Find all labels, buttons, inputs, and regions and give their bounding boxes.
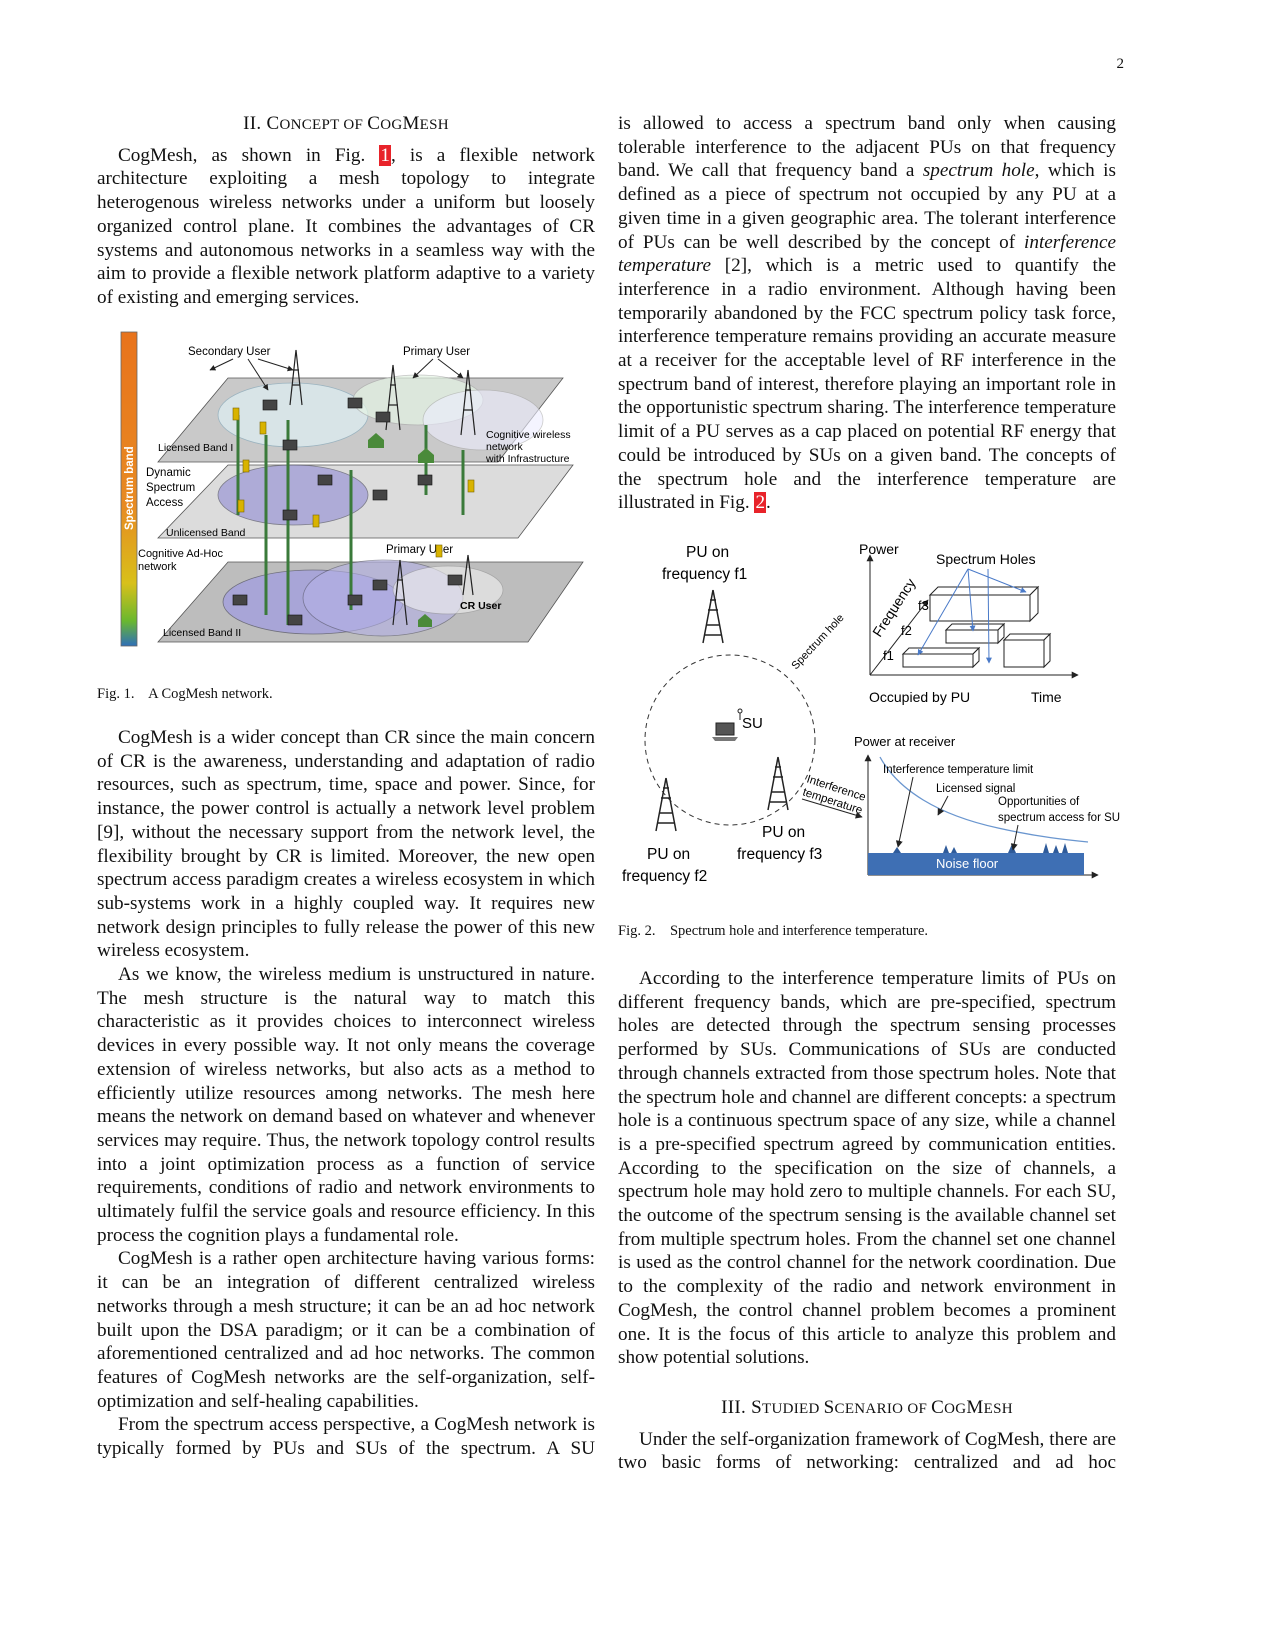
svg-text:frequency f3: frequency f3 — [737, 846, 822, 863]
svg-text:Secondary User: Secondary User — [188, 346, 271, 358]
svg-text:Spectrum: Spectrum — [146, 482, 195, 494]
svg-text:PU on: PU on — [762, 824, 805, 841]
section-2-heading: II. CONCEPT OF COGMESH — [243, 113, 449, 134]
paragraph: According to the interference temperatur… — [618, 968, 1116, 1369]
laptop-icon — [232, 397, 463, 626]
svg-text:Occupied by PU: Occupied by PU — [869, 689, 970, 705]
svg-text:PU on: PU on — [647, 846, 690, 863]
svg-text:f3: f3 — [918, 598, 929, 613]
svg-text:Spectrum hole: Spectrum hole — [789, 612, 846, 672]
svg-text:Opportunities of: Opportunities of — [998, 796, 1080, 808]
left-column-bottom: CogMesh is a wider concept than CR since… — [97, 726, 595, 1461]
svg-text:SU: SU — [742, 715, 763, 732]
page-number: 2 — [1116, 56, 1125, 72]
tower-icon — [655, 589, 789, 832]
paragraph-spectrum-hole: is allowed to access a spectrum band onl… — [618, 113, 1116, 514]
svg-text:with Infrastructure: with Infrastructure — [485, 453, 570, 465]
figure-2-spectrum-hole: PU on frequency f1 Spectrum hole SU Inte… — [622, 541, 1120, 885]
svg-text:Cognitive wireless: Cognitive wireless — [486, 429, 571, 441]
paragraph: As we know, the wireless medium is unstr… — [97, 964, 595, 1246]
svg-text:CR User: CR User — [460, 600, 501, 612]
su-coverage-circle — [644, 654, 816, 826]
svg-text:network: network — [486, 441, 524, 453]
svg-text:frequency f2: frequency f2 — [622, 868, 707, 885]
left-column-top: II. CONCEPT OF COGMESH CogMesh, as shown… — [97, 112, 595, 310]
svg-text:PU on: PU on — [686, 544, 729, 561]
right-column-bottom: According to the interference temperatur… — [618, 967, 1116, 1475]
coverage-area — [217, 382, 369, 448]
coverage-area — [392, 565, 504, 615]
paragraph-cogmesh-intro: CogMesh, as shown in Fig. 1, is a flexib… — [97, 144, 595, 308]
figure-1-cogmesh-network: Spectrum band Secondary User Primary Use… — [120, 331, 584, 647]
laptop-icon — [712, 722, 738, 741]
fig-1-link[interactable]: 1 — [379, 144, 391, 166]
svg-text:frequency f1: frequency f1 — [662, 566, 747, 583]
occupied-block — [901, 585, 1052, 669]
house-icon — [368, 433, 434, 627]
fig-2-link[interactable]: 2 — [754, 492, 767, 514]
svg-text:f1: f1 — [883, 648, 894, 663]
svg-text:Licensed Band II: Licensed Band II — [163, 627, 241, 639]
svg-text:Noise floor: Noise floor — [936, 856, 999, 871]
svg-text:f2: f2 — [901, 623, 912, 638]
paragraph: Under the self-organization framework of… — [618, 1428, 1116, 1474]
svg-text:Licensed signal: Licensed signal — [936, 783, 1015, 795]
paragraph: CogMesh is a rather open architecture ha… — [97, 1248, 595, 1412]
paragraph: CogMesh is a wider concept than CR since… — [97, 727, 595, 962]
svg-text:Access: Access — [146, 497, 183, 509]
svg-text:Dynamic: Dynamic — [146, 467, 191, 479]
paragraph: From the spectrum access perspective, a … — [97, 1414, 595, 1460]
svg-text:Primary User: Primary User — [403, 346, 470, 358]
noise-floor-bar — [868, 853, 1084, 875]
figure-1-caption: Fig. 1. A CogMesh network. — [97, 686, 273, 702]
svg-text:network: network — [138, 561, 177, 573]
phone-icon — [232, 407, 475, 558]
svg-text:Unlicensed Band: Unlicensed Band — [166, 527, 246, 539]
spectrum-band-label: Spectrum band — [124, 446, 136, 530]
svg-text:Power: Power — [859, 541, 899, 557]
svg-text:Cognitive Ad-Hoc: Cognitive Ad-Hoc — [138, 548, 223, 560]
interference-limit-curve — [879, 756, 1089, 843]
svg-text:Time: Time — [1031, 689, 1062, 705]
svg-text:Licensed Band I: Licensed Band I — [158, 442, 233, 454]
coverage-area — [422, 389, 544, 451]
figure-2-caption: Fig. 2. Spectrum hole and interference t… — [618, 923, 929, 939]
svg-text:spectrum access for SU: spectrum access for SU — [998, 812, 1120, 824]
svg-text:Spectrum Holes: Spectrum Holes — [936, 551, 1036, 567]
right-column-top: is allowed to access a spectrum band onl… — [618, 112, 1116, 515]
section-3-heading: III. STUDIED SCENARIO OF COGMESH — [721, 1396, 1013, 1418]
svg-text:Power at receiver: Power at receiver — [854, 734, 956, 749]
tower-icon — [289, 349, 476, 626]
svg-text:Interference temperature limit: Interference temperature limit — [883, 764, 1034, 776]
spectrum-band-bar — [120, 331, 138, 647]
svg-text:Primary User: Primary User — [386, 544, 453, 556]
